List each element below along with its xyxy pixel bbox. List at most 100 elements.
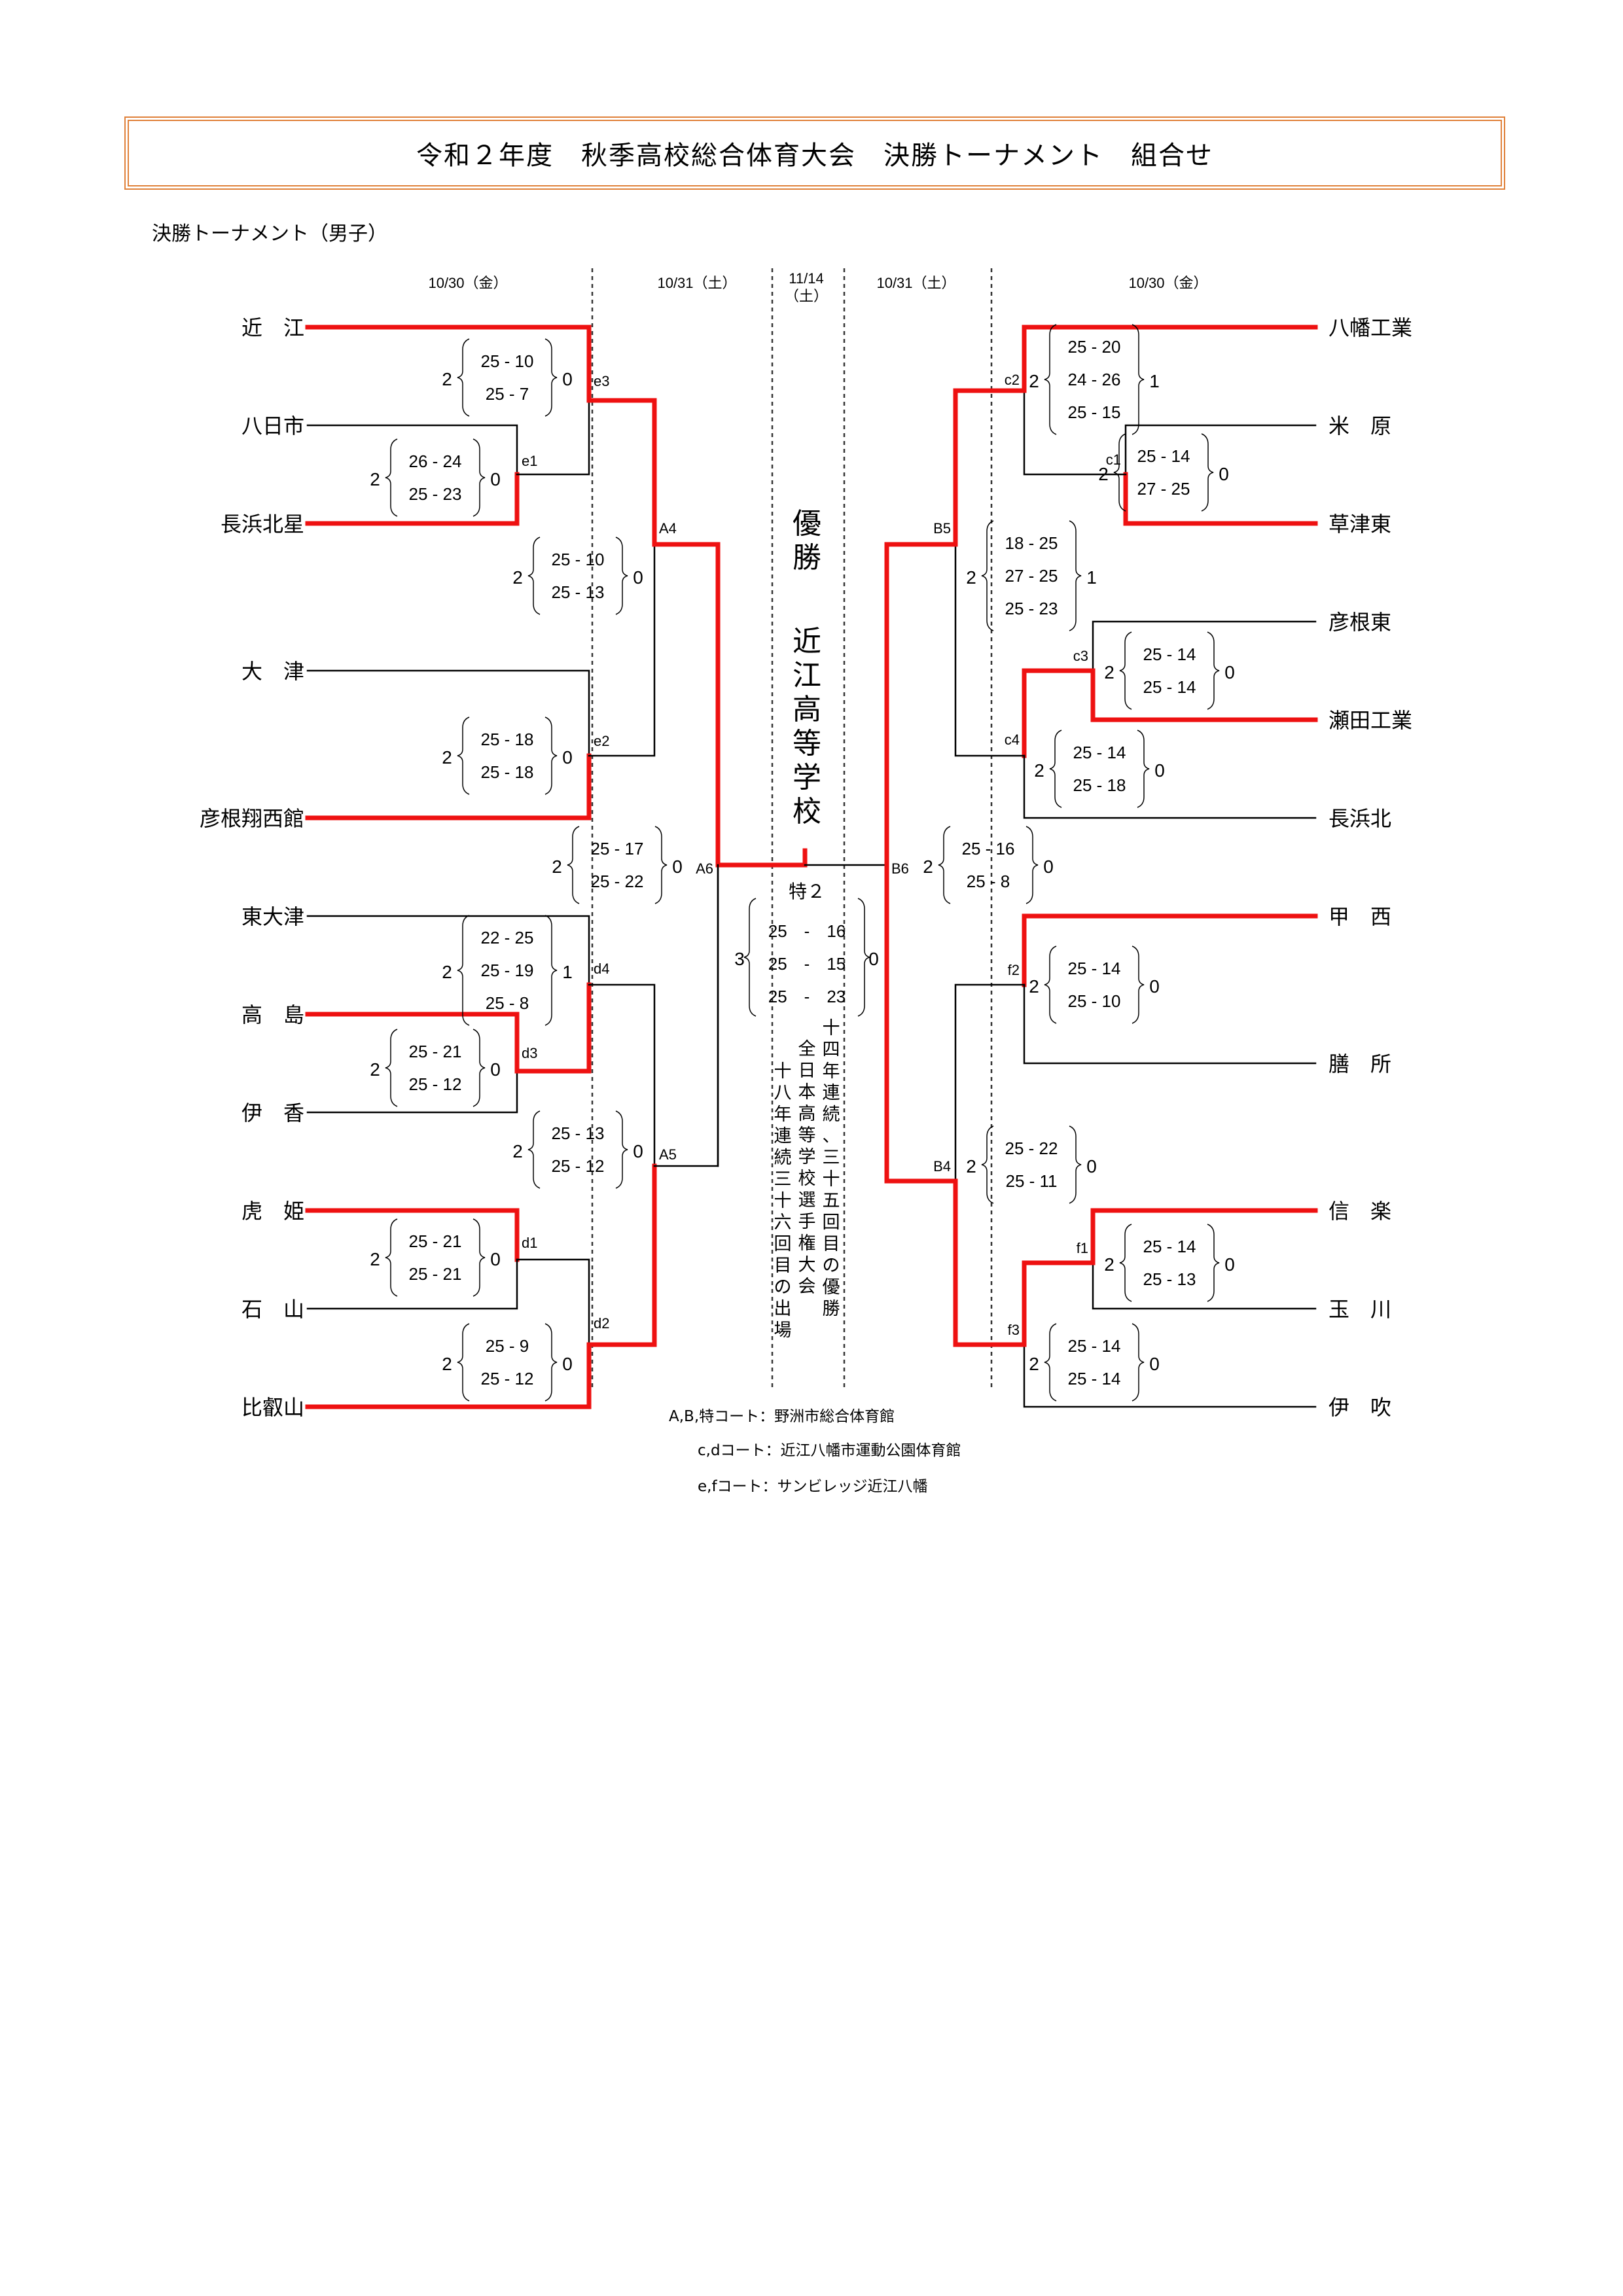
winner-set-count: 2 bbox=[1029, 976, 1039, 997]
set-score: 25 - 13 bbox=[552, 582, 605, 602]
match-code-e1: e1 bbox=[522, 453, 537, 469]
team-right: 甲 西 bbox=[1329, 904, 1391, 929]
line-hachimankogyo bbox=[1022, 325, 1318, 393]
winner-set-count: 2 bbox=[966, 567, 976, 588]
champion-note-char: 十 bbox=[774, 1061, 792, 1082]
champion-label-char: 勝 bbox=[793, 541, 821, 574]
left-brace bbox=[981, 520, 994, 631]
winner-set-count: 2 bbox=[1098, 464, 1109, 484]
match-code-c1: c1 bbox=[1106, 451, 1121, 468]
set-score: 25 - 22 bbox=[1005, 1139, 1058, 1158]
champion-note-char: 四 bbox=[823, 1040, 840, 1060]
loser-set-count: 0 bbox=[1043, 857, 1054, 877]
match-code-a6: A6 bbox=[696, 860, 713, 877]
date-left-round2: 10/31（土） bbox=[657, 275, 736, 291]
champion-note-char: 日 bbox=[798, 1061, 816, 1081]
winner-set-count: 2 bbox=[552, 857, 562, 877]
champion-school-char: 高 bbox=[793, 693, 821, 726]
final-set-score: 25 - 16 bbox=[768, 921, 846, 941]
set-score: 25 - 18 bbox=[481, 762, 534, 782]
set-score: 25 - 13 bbox=[1143, 1269, 1196, 1289]
set-score: 25 - 15 bbox=[1068, 402, 1121, 422]
champion-note-char: 校 bbox=[798, 1169, 816, 1189]
team-right: 八幡工業 bbox=[1329, 315, 1412, 340]
column-dividers bbox=[591, 268, 993, 1387]
team-right: 伊 吹 bbox=[1329, 1395, 1391, 1420]
loser-set-count: 0 bbox=[633, 1141, 643, 1161]
loser-set-count: 0 bbox=[562, 1354, 573, 1374]
loser-set-count: 0 bbox=[562, 369, 573, 389]
venue-ef: e,fコート：サンビレッジ近江八幡 bbox=[698, 1478, 928, 1495]
venue-cd: c,dコート：近江八幡市運動公園体育館 bbox=[698, 1442, 961, 1459]
set-score: 25 - 12 bbox=[409, 1074, 462, 1094]
champion-note-char: 五 bbox=[823, 1191, 840, 1211]
line-ishiyama bbox=[306, 1258, 518, 1310]
set-score: 25 - 16 bbox=[962, 839, 1015, 858]
line-shigaraki bbox=[1090, 1208, 1318, 1265]
set-score: 25 - 18 bbox=[481, 730, 534, 749]
champion-school-char: 校 bbox=[793, 795, 821, 828]
loser-set-count: 0 bbox=[1149, 976, 1160, 997]
match-code-d3: d3 bbox=[522, 1045, 537, 1061]
team-right: 信 楽 bbox=[1329, 1199, 1391, 1224]
winner-set-count: 2 bbox=[442, 962, 452, 982]
team-left: 伊 香 bbox=[241, 1101, 304, 1125]
right-brace bbox=[544, 915, 558, 1026]
left-brace bbox=[1113, 433, 1126, 512]
team-left: 大 津 bbox=[241, 659, 304, 684]
line-nagahamakita bbox=[1023, 754, 1317, 819]
right-brace bbox=[1069, 1125, 1082, 1204]
line-c2-out bbox=[953, 388, 1027, 547]
left-brace bbox=[938, 826, 951, 904]
loser-set-count: 1 bbox=[562, 962, 573, 982]
champion-note-char: 目 bbox=[823, 1234, 840, 1254]
left-brace bbox=[385, 438, 398, 517]
set-score: 18 - 25 bbox=[1005, 533, 1058, 553]
team-left: 虎 姫 bbox=[241, 1199, 304, 1224]
team-left: 八日市 bbox=[241, 414, 304, 438]
match-code-f2: f2 bbox=[1008, 962, 1020, 978]
champion-note-char: 出 bbox=[774, 1299, 792, 1319]
champion-note-char: 権 bbox=[798, 1233, 816, 1254]
team-right: 草津東 bbox=[1329, 512, 1391, 537]
set-score: 24 - 26 bbox=[1068, 370, 1121, 389]
right-brace bbox=[654, 826, 668, 904]
right-brace bbox=[544, 338, 558, 417]
left-brace bbox=[527, 1110, 541, 1189]
match-code-c2: c2 bbox=[1005, 372, 1020, 388]
champion-note-char: 本 bbox=[798, 1082, 816, 1103]
set-score: 27 - 25 bbox=[1137, 479, 1190, 499]
right-brace bbox=[544, 716, 558, 795]
left-brace bbox=[457, 915, 470, 1026]
champion-note-char: 高 bbox=[798, 1104, 816, 1124]
loser-set-count: 1 bbox=[1086, 567, 1097, 588]
left-brace bbox=[1044, 324, 1057, 435]
left-brace bbox=[527, 537, 541, 615]
line-b5-out bbox=[884, 542, 958, 868]
team-right: 長浜北 bbox=[1329, 806, 1391, 831]
right-brace bbox=[615, 537, 628, 615]
champion-note-char: 、 bbox=[823, 1126, 840, 1146]
date-right-round1: 10/30（金） bbox=[1128, 275, 1207, 291]
line-f1-out bbox=[1022, 1260, 1096, 1347]
set-score: 25 - 8 bbox=[486, 993, 529, 1013]
match-code-f1: f1 bbox=[1077, 1240, 1088, 1256]
set-score: 25 - 14 bbox=[1073, 743, 1126, 762]
right-brace bbox=[1137, 730, 1150, 808]
line-hieizan bbox=[305, 1342, 592, 1409]
loser-set-count: 0 bbox=[490, 1249, 501, 1269]
champion-school-char: 学 bbox=[793, 761, 821, 794]
winner-set-count: 2 bbox=[512, 1141, 523, 1161]
champion-note-char: 場 bbox=[774, 1320, 792, 1341]
loser-set-count: 0 bbox=[1219, 464, 1229, 484]
champion-note-char: 続 bbox=[823, 1104, 840, 1125]
loser-set-count: 1 bbox=[1149, 371, 1160, 391]
line-kusatsuhigashi bbox=[1123, 472, 1318, 526]
set-score: 25 - 21 bbox=[409, 1231, 462, 1251]
date-final-line2: （土） bbox=[785, 288, 828, 304]
left-brace bbox=[1044, 945, 1057, 1024]
line-e1-out bbox=[516, 399, 590, 476]
match-code-d2: d2 bbox=[594, 1315, 609, 1332]
final-set-score: 25 - 15 bbox=[768, 954, 846, 974]
